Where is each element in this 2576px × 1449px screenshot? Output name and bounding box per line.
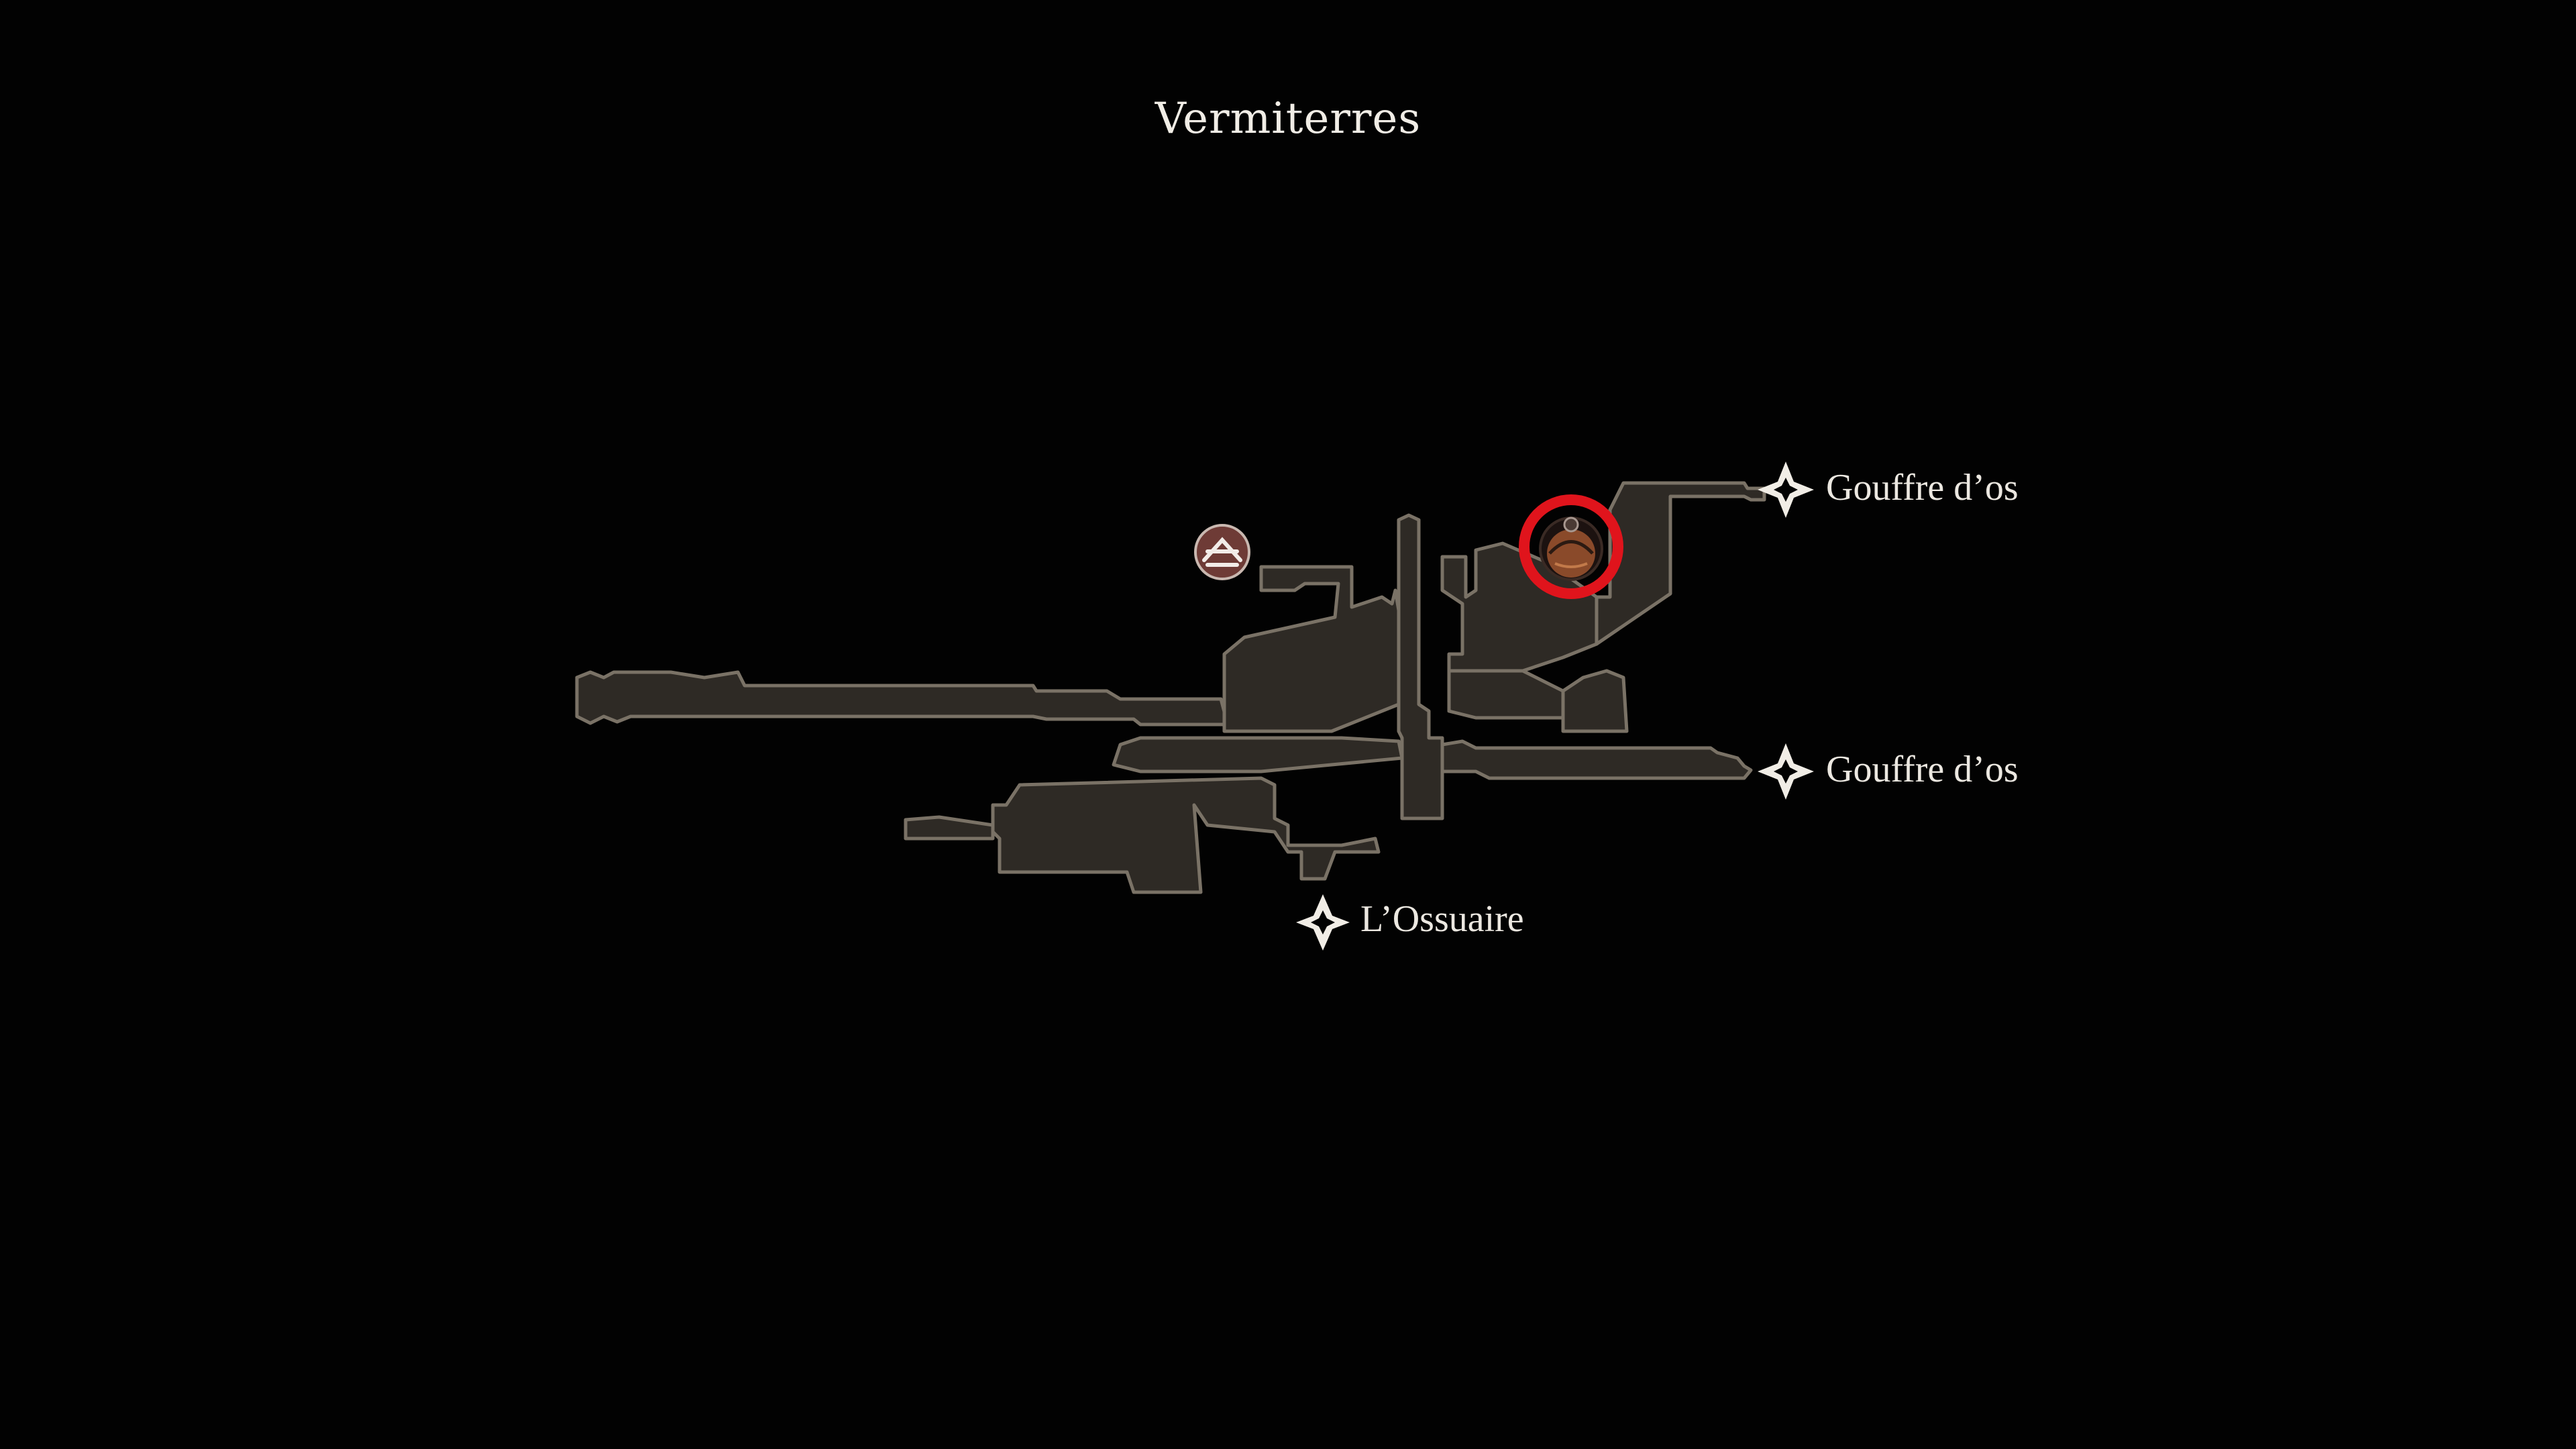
highlighted-item-marker[interactable]: [1519, 494, 1623, 599]
exit-compass-down-icon[interactable]: [1296, 894, 1350, 951]
room-central-hub: [1222, 565, 1401, 733]
exit-compass-icon[interactable]: [1758, 743, 1814, 800]
bench-icon: [1202, 537, 1242, 567]
bench-marker[interactable]: [1194, 524, 1250, 580]
room-vertical-shaft: [1397, 513, 1444, 820]
room-east-chamber: [1447, 669, 1565, 720]
exit-compass-icon[interactable]: [1758, 462, 1814, 518]
exit-label-ossuaire[interactable]: L’Ossuaire: [1360, 898, 1524, 940]
room-upper-east-passage: [1595, 481, 1766, 646]
exit-label-gouffre-lower[interactable]: Gouffre d’os: [1826, 749, 2019, 790]
map-rooms: [575, 481, 1766, 894]
area-title: Vermiterres: [1155, 94, 1421, 144]
room-middle-band: [1112, 736, 1404, 773]
room-lower-main: [991, 776, 1381, 894]
room-lower-east-corridor: [1440, 739, 1753, 780]
room-west-corridor: [575, 670, 1230, 727]
highlight-ring: [1519, 494, 1623, 599]
exit-label-gouffre-upper[interactable]: Gouffre d’os: [1826, 467, 2019, 508]
room-east-pocket: [1561, 669, 1629, 733]
room-lower-west: [904, 815, 995, 841]
bell-shrine-icon: [1539, 517, 1603, 581]
